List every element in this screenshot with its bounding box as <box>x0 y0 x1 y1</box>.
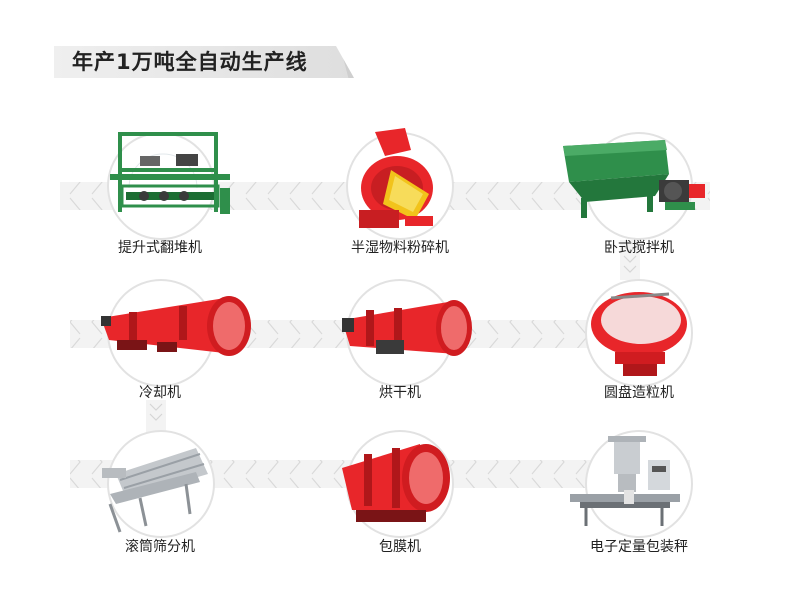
packing-scale-icon <box>570 436 680 526</box>
label-crusher: 半湿物料粉碎机 <box>351 240 449 256</box>
cooler-drum-icon <box>101 296 251 356</box>
label-horizontal-mixer: 卧式搅拌机 <box>604 240 674 256</box>
label-packing-scale: 电子定量包装秤 <box>590 539 688 555</box>
label-coating: 包膜机 <box>379 539 421 555</box>
arrow-down-left <box>146 400 166 432</box>
label-cooler: 冷却机 <box>139 385 181 401</box>
label-disc-granulator: 圆盘造粒机 <box>604 385 674 401</box>
dryer-drum-icon <box>342 300 472 356</box>
horizontal-mixer-icon <box>563 140 705 218</box>
label-dryer: 烘干机 <box>379 385 421 401</box>
drum-screen-icon <box>102 448 208 533</box>
label-compost-turner: 提升式翻堆机 <box>118 240 202 256</box>
label-drum-screen: 滚筒筛分机 <box>125 539 195 555</box>
crusher-icon <box>359 128 433 228</box>
arrow-down-right <box>620 240 640 280</box>
compost-turner-icon <box>110 132 230 214</box>
coating-machine-icon <box>342 444 450 522</box>
disc-granulator-icon <box>591 292 687 376</box>
title-banner <box>54 46 354 78</box>
compost-turner-icon <box>128 153 198 189</box>
page-title: 年产1万吨全自动生产线 <box>72 50 308 74</box>
